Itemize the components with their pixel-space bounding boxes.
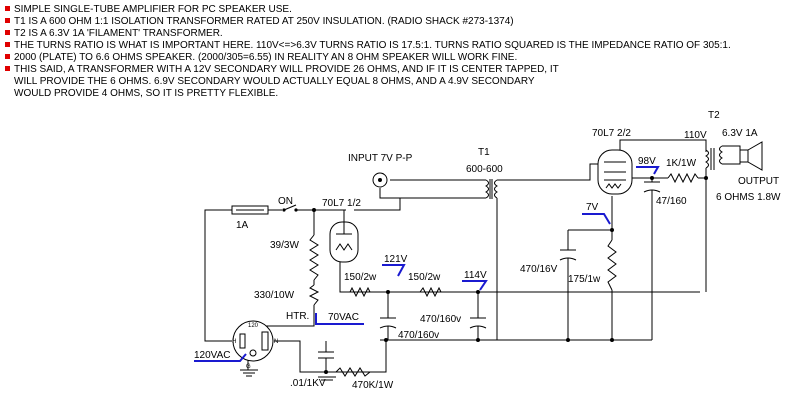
note-line: 2000 (PLATE) TO 6.6 OHMS SPEAKER. (2000/… [3, 52, 783, 64]
label-plug-n: N [274, 339, 278, 345]
label-t2-primary: 110V [684, 130, 707, 141]
capacitor-470-160v-a [379, 317, 397, 329]
transformer-t2 [705, 145, 723, 170]
capacitor-01-1kv [318, 351, 334, 359]
label-c-470-160b: 470/160v [398, 330, 439, 341]
note-line: WILL PROVIDE THE 6 OHMS. 6.9V SECONDARY … [14, 76, 535, 87]
bullet-icon [5, 54, 10, 60]
label-r-150b: 150/2w [408, 272, 441, 283]
label-r-1k: 1K/1W [666, 158, 697, 169]
transformer-t1 [485, 179, 498, 199]
tube-70l7-half-1 [329, 210, 359, 263]
label-t2-name: T2 [708, 110, 720, 121]
label-vac120: 120VAC [194, 350, 231, 361]
wires [204, 139, 741, 381]
label-v98: 98V [638, 156, 656, 167]
note-line: WOULD PROVIDE 4 OHMS, SO IT IS PRETTY FL… [14, 88, 279, 99]
junction-dots [312, 176, 708, 374]
note-line: T1 IS A 600 OHM 1:1 ISOLATION TRANSFORME… [3, 16, 783, 28]
label-htr: HTR. [286, 311, 309, 322]
label-c-47: 47/160 [656, 196, 687, 207]
label-v121: 121V [384, 254, 408, 265]
note-line: SIMPLE SINGLE-TUBE AMPLIFIER FOR PC SPEA… [3, 4, 783, 16]
tube-70l7-half-2 [597, 149, 633, 195]
label-r-330: 330/10W [254, 290, 295, 301]
label-r-150a: 150/2w [344, 272, 377, 283]
label-r-470k: 470K/1W [352, 380, 394, 391]
input-jack-icon [372, 172, 388, 188]
bullet-icon [5, 18, 10, 24]
resistor-150-2w-a [349, 286, 371, 298]
power-switch [282, 204, 298, 212]
note-line: THE TURNS RATIO IS WHAT IS IMPORTANT HER… [3, 40, 783, 52]
bullet-icon [5, 30, 10, 36]
bullet-icon [5, 66, 10, 72]
label-t2-secondary: 6.3V 1A [722, 128, 758, 139]
label-plug-top: 120 [248, 323, 259, 329]
note-line: T2 IS A 6.3V 1A 'FILAMENT' TRANSFORMER. [3, 28, 783, 40]
label-c-01: .01/1KV [290, 378, 326, 389]
label-tube1: 70L7 1/2 [322, 198, 361, 209]
label-output-ohms: 6 OHMS 1.8W [716, 192, 781, 203]
capacitor-470-160v-b [469, 317, 487, 329]
resistor-150-2w-b [419, 286, 442, 298]
capacitor-47-160 [643, 181, 661, 193]
resistor-1k-1w [667, 172, 699, 184]
label-t1-value: 600-600 [466, 164, 503, 175]
label-tube2: 70L7 2/2 [592, 128, 631, 139]
label-r-39: 39/3W [270, 240, 299, 251]
label-plug-g: G [246, 364, 251, 370]
label-c-470-16: 470/16V [520, 264, 558, 275]
resistor-175-1w [607, 239, 617, 291]
label-vac70: 70VAC [328, 312, 359, 323]
label-v7: 7V [586, 202, 599, 213]
resistor-470k-1w [335, 367, 371, 377]
label-v114: 114V [464, 270, 487, 281]
capacitor-470-16v [559, 249, 577, 261]
note-line: THIS SAID, A TRANSFORMER WITH A 12V SECO… [3, 64, 783, 76]
bullet-icon [5, 6, 10, 12]
ac-plug-icon [232, 320, 274, 362]
label-t1-name: T1 [478, 147, 490, 158]
resistor-39-3w [309, 234, 319, 281]
bullet-icon [5, 42, 10, 48]
resistor-330-10w [308, 284, 320, 306]
label-input: INPUT 7V P-P [348, 153, 413, 164]
label-switch: ON [278, 196, 293, 207]
voltage-annotations [194, 166, 660, 362]
notes-list: SIMPLE SINGLE-TUBE AMPLIFIER FOR PC SPEA… [3, 4, 783, 100]
label-fuse: 1A [236, 220, 249, 231]
label-plug-h: H [232, 339, 236, 345]
speaker-icon [739, 141, 763, 171]
label-c-470-160a: 470/160v [420, 314, 461, 325]
label-output: OUTPUT [738, 176, 779, 187]
label-r-175: 175/1w [568, 274, 601, 285]
